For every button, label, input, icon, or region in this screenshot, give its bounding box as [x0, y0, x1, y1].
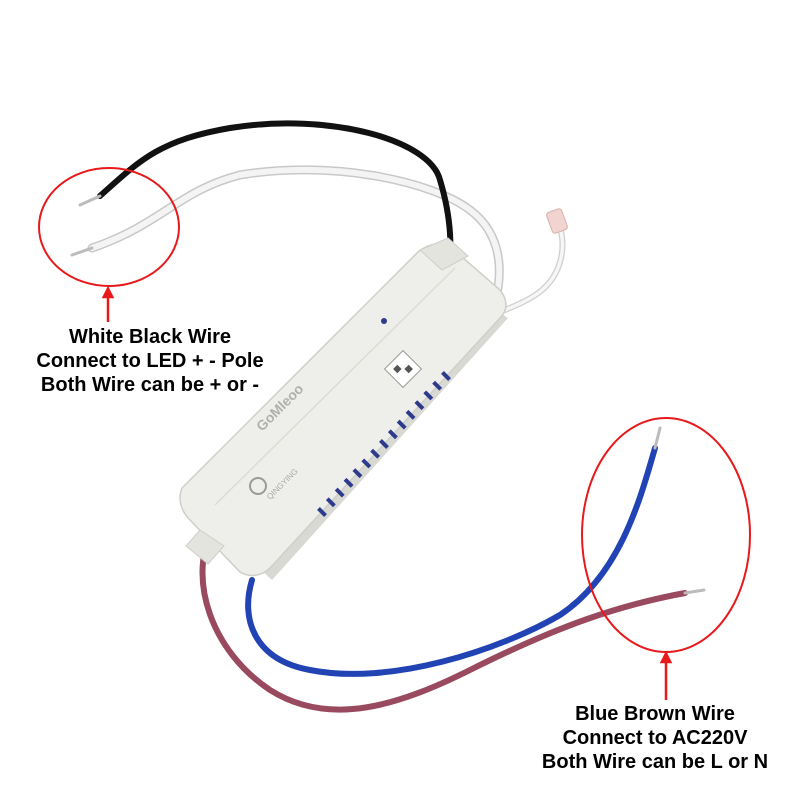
ac-caption-line-2: Connect to AC220V — [562, 727, 748, 749]
black-output-wire — [78, 120, 454, 281]
vent-slot — [396, 419, 407, 430]
led-caption-line-1: White Black Wire — [68, 326, 232, 348]
led-caption-line-2: Connect to LED + - Pole — [36, 350, 264, 372]
vent-slot — [361, 458, 372, 469]
ac-caption-line-3: Both Wire can be L or N — [541, 751, 769, 773]
vent-slot — [405, 409, 416, 420]
ac-caption-line-1: Blue Brown Wire — [575, 703, 735, 725]
vent-slot — [379, 439, 389, 449]
vent-slot — [441, 371, 451, 381]
vent-slot — [352, 468, 363, 479]
vent-slot — [387, 429, 398, 440]
vent-slot — [414, 400, 425, 411]
vent-slot — [334, 487, 345, 498]
vent-slot — [370, 448, 381, 459]
ac-input-caption: Blue Brown Wire Connect to AC220V Both W… — [510, 702, 800, 774]
vent-slots — [317, 371, 451, 517]
blue-input-wire — [245, 426, 662, 677]
signal-lead — [497, 208, 568, 315]
white-output-wire — [70, 165, 504, 315]
vent-slot — [325, 497, 336, 508]
vent-slot — [317, 507, 327, 517]
input-wires-highlight-circle — [581, 417, 751, 653]
vent-slot — [432, 380, 443, 391]
led-caption-line-3: Both Wire can be + or - — [40, 374, 260, 396]
led-output-caption: White Black Wire Connect to LED + - Pole… — [0, 325, 300, 397]
brown-input-wire — [199, 532, 706, 713]
vent-slot — [423, 390, 434, 401]
vent-slot — [343, 477, 354, 488]
led-driver-housing — [179, 237, 508, 580]
